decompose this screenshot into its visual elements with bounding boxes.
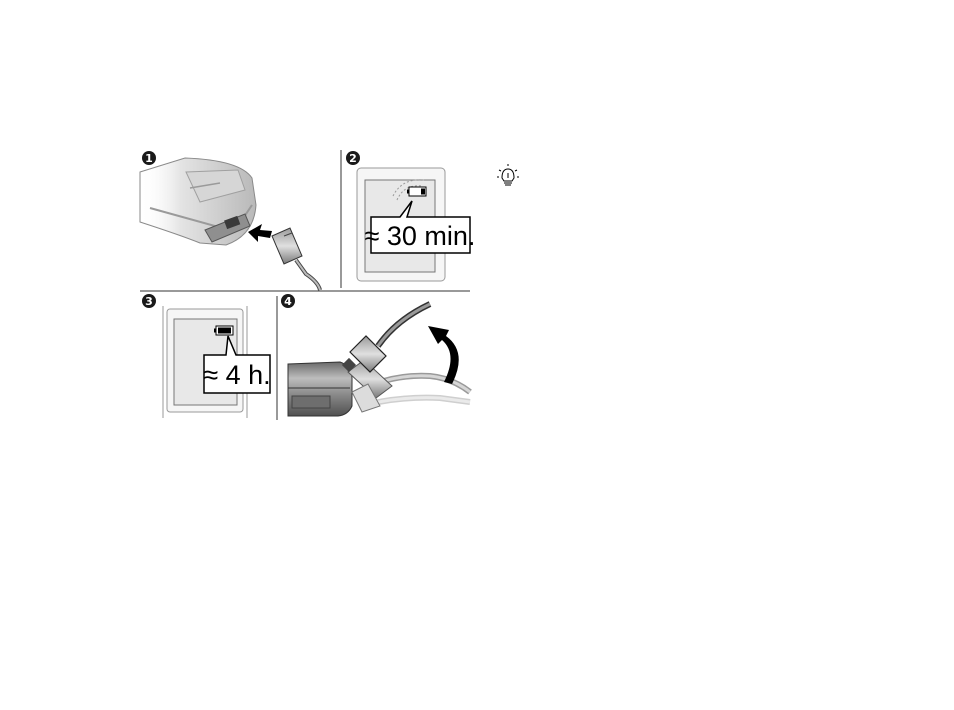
panel-2: 2 ≈ 30 min. [346,151,475,281]
step-4-number: 4 [284,295,292,308]
step-3-badge: 3 [142,294,156,308]
charger-plug-dark [342,304,430,372]
step-1-badge: 1 [142,151,156,165]
panel-4: 4 [281,294,470,416]
phone-closed-image [288,362,352,416]
step-2-number: 2 [349,152,357,165]
step-1-number: 1 [145,152,153,165]
arrow-icon [248,224,272,242]
step-4-badge: 4 [281,294,295,308]
panel-3: 3 ≈ 4 h. [142,294,271,418]
charger-plug-image [272,228,320,290]
battery-full-icon [214,326,233,335]
battery-charging-icon [407,187,426,196]
step-3-number: 3 [145,295,153,308]
lightbulb-tip-icon [497,164,519,185]
charge-time-30-min-label: ≈ 30 min. [365,221,476,251]
step-2-badge: 2 [346,151,360,165]
phone-open-image [140,158,256,245]
charge-time-4-h-label: ≈ 4 h. [203,360,270,390]
panel-1: 1 [140,151,320,290]
